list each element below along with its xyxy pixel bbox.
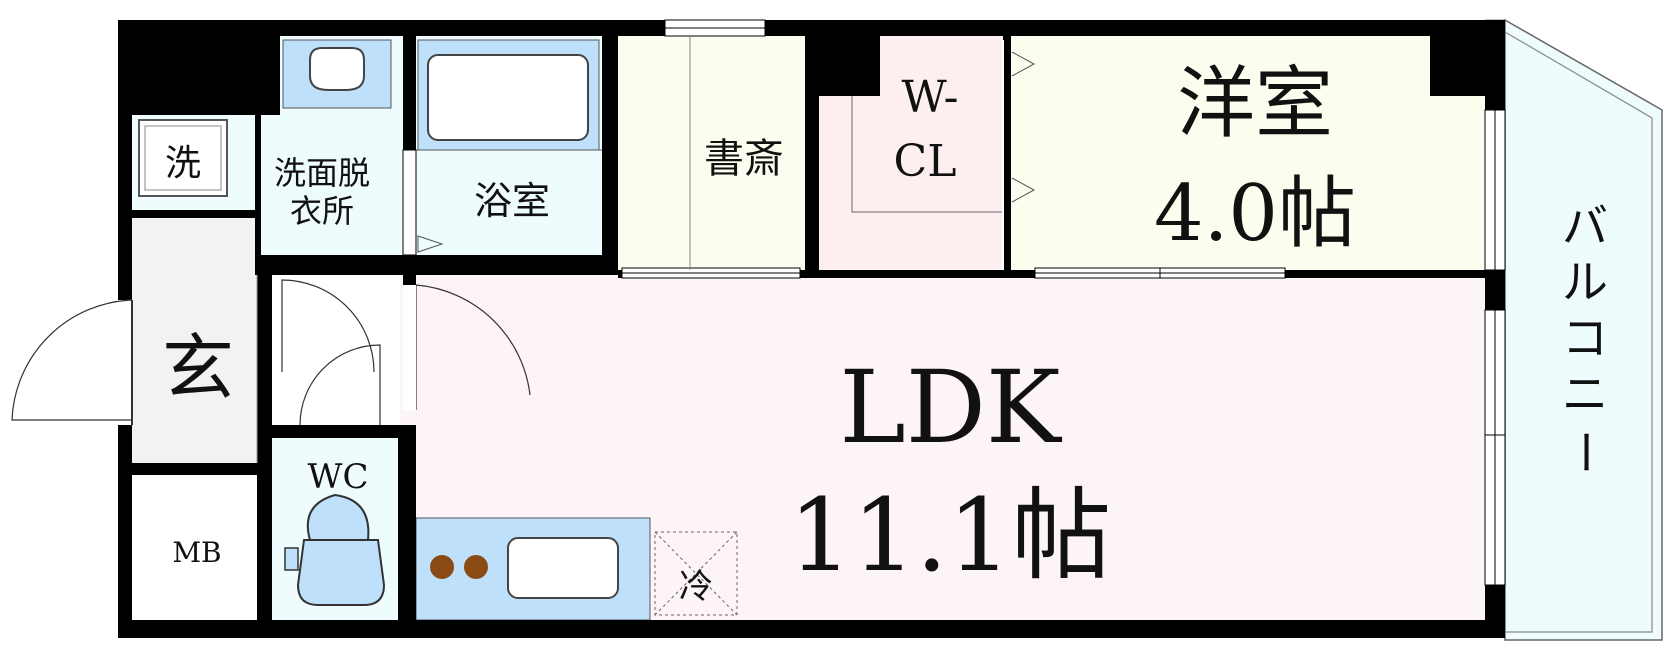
- bath-door-mark: [417, 235, 444, 253]
- fridge-diagonal: [654, 531, 738, 616]
- ldk-door-swing: [415, 284, 531, 410]
- balcony-char-3: コ: [1562, 311, 1608, 365]
- washing-machine-pan: [138, 119, 228, 197]
- meter-box-label: MB: [172, 536, 221, 569]
- balcony-char-4: ニ: [1562, 367, 1608, 421]
- bathtub-basin: [427, 54, 589, 141]
- toilet-door-swing: [299, 344, 381, 426]
- closet-door-mark: [1011, 177, 1036, 203]
- western-name: 洋室: [1177, 59, 1333, 149]
- washroom-label-1: 洗面脱: [274, 154, 370, 192]
- washing-machine-pan-inner: [144, 125, 222, 191]
- entrance-door-swing: [11, 299, 133, 421]
- bathroom-label: 浴室: [474, 179, 550, 223]
- toilet-bowl: [306, 493, 370, 541]
- western-room: [1010, 36, 1485, 275]
- ldk-door-gap: [403, 285, 416, 410]
- closet-rail: [851, 96, 1003, 213]
- toilet-paper: [284, 547, 299, 571]
- entrance-door-gap: [118, 300, 132, 425]
- balcony-rail: [1504, 31, 1653, 633]
- stove-burner: [464, 555, 488, 579]
- ldk-size: 11.1帖: [789, 477, 1112, 594]
- closet-door-mark: [1011, 51, 1036, 77]
- closet-label-1: W-: [902, 72, 959, 123]
- kitchen-sink: [507, 537, 619, 599]
- stove-burner: [430, 555, 454, 579]
- hall: [272, 275, 400, 425]
- washroom-label-2: 衣所: [290, 192, 354, 230]
- toilet-label: WC: [308, 457, 369, 497]
- entrance-label: 玄: [162, 326, 234, 410]
- ldk-name: LDK: [839, 349, 1063, 466]
- washbasin-bowl: [309, 47, 365, 91]
- meter-box: [132, 475, 262, 620]
- washer-label: 洗: [165, 143, 201, 184]
- fridge-diagonal: [654, 531, 738, 616]
- fridge-label: 冷: [679, 567, 713, 607]
- hall-door-swing: [281, 279, 375, 373]
- study-room: [618, 36, 805, 275]
- western-size: 4.0帖: [1154, 169, 1356, 259]
- washroom-door: [402, 149, 417, 256]
- balcony-char-1: バ: [1562, 199, 1608, 253]
- fridge-space: [654, 531, 738, 616]
- balcony-char-5: ー: [1558, 429, 1612, 475]
- entrance: [132, 218, 257, 463]
- closet-label-2: CL: [894, 136, 957, 187]
- study-label: 書斎: [704, 136, 784, 182]
- toilet-tank: [296, 539, 386, 606]
- balcony-char-2: ル: [1562, 255, 1608, 309]
